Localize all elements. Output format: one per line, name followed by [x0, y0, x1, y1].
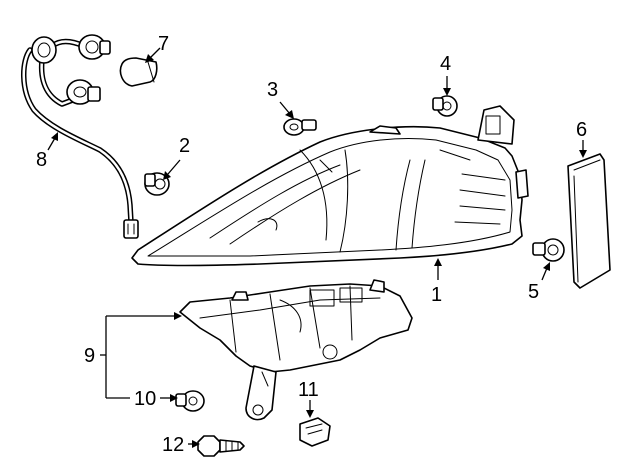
part-2-socket[interactable]: [144, 172, 170, 196]
callout-2: 2: [179, 135, 190, 157]
part-5-screw[interactable]: [532, 238, 565, 262]
part-7-bulb[interactable]: [119, 57, 158, 87]
part-1-lamp-assembly[interactable]: [131, 105, 529, 267]
callout-5: 5: [528, 281, 539, 303]
callout-leaders: [47, 47, 587, 448]
callout-labels: 1 2 3 4 5 6 7 8 9 10 11 12: [36, 33, 587, 456]
callout-3: 3: [267, 79, 278, 101]
callout-8: 8: [36, 149, 47, 171]
part-9-bracket[interactable]: [179, 279, 413, 421]
callout-9: 9: [84, 345, 95, 367]
part-3-screw[interactable]: [283, 118, 317, 136]
part-4-screw[interactable]: [432, 95, 458, 117]
callout-12: 12: [162, 434, 184, 456]
part-6-trim-panel[interactable]: [567, 153, 611, 289]
part-8-wire-harness[interactable]: [21, 34, 139, 239]
callout-7: 7: [158, 33, 169, 55]
part-11-clip[interactable]: [299, 417, 331, 447]
callout-11: 11: [298, 379, 319, 401]
part-12-bolt[interactable]: [197, 435, 245, 457]
callout-10: 10: [134, 388, 156, 410]
callout-1: 1: [431, 284, 442, 306]
part-10-screw[interactable]: [175, 390, 205, 412]
callout-6: 6: [576, 119, 587, 141]
callout-4: 4: [440, 53, 451, 75]
